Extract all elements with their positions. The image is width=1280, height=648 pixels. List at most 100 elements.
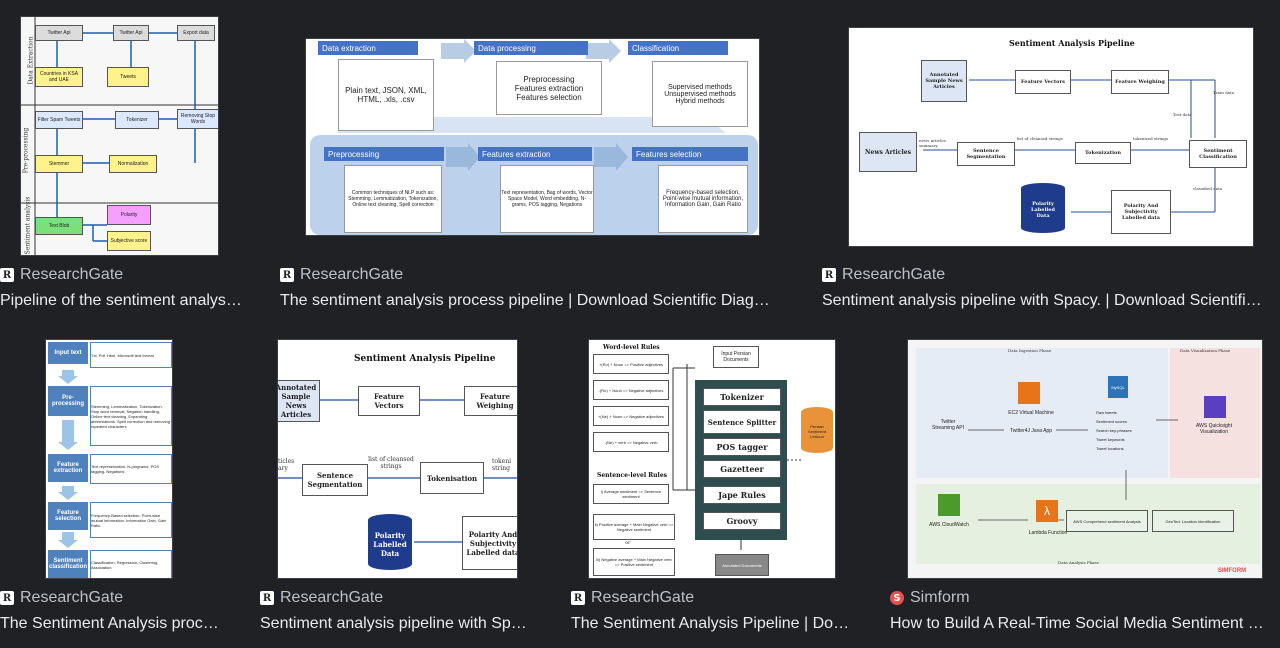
thumbnail-2[interactable]: Data extraction Data processing Classifi…	[305, 38, 760, 236]
source-name: ResearchGate	[842, 266, 946, 283]
researchgate-icon: R	[571, 591, 585, 605]
stage-header: Classification	[628, 41, 728, 55]
section-label: Pre-processing	[22, 127, 30, 174]
thumb3-diagram	[923, 79, 1216, 233]
node: Twitter Api	[113, 25, 149, 41]
node: Sentiment Classification	[1189, 140, 1247, 168]
section-label: Sentiment analysis	[24, 196, 32, 255]
edge-label: Test data	[1173, 112, 1192, 117]
stage-notes: Classification, Regression, Clustering, …	[90, 550, 172, 578]
result-title[interactable]: Sentiment analysis pipeline with Sp…	[260, 615, 527, 632]
result-source[interactable]: R ResearchGate	[280, 266, 785, 284]
source-name: ResearchGate	[591, 589, 695, 606]
node: Export data	[177, 25, 215, 41]
result-title[interactable]: The sentiment analysis process pipeline …	[280, 292, 770, 309]
node: Twitter Api	[35, 25, 83, 41]
node: Feature Vectors	[1015, 70, 1071, 94]
rule: -(Ne) + verb => Negative verb	[593, 432, 669, 452]
source-name: ResearchGate	[20, 589, 124, 606]
lambda-icon: λ	[1036, 500, 1058, 522]
node: Stemmer	[35, 155, 83, 173]
diagram-title: Sentiment Analysis Pipeline	[354, 354, 496, 364]
mysql-icon: MySQL	[1108, 376, 1128, 398]
node: Feature Weighing	[464, 386, 517, 416]
rule: +(Ro) + Noun => Positive adjectives	[593, 354, 669, 374]
thumbnail-1[interactable]: Data Extraction Pre-processing Sentiment…	[20, 16, 219, 256]
result-source[interactable]: R ResearchGate	[822, 266, 1274, 284]
edge-label: classified data	[1193, 186, 1223, 191]
db-item: Tweet keywords	[1096, 436, 1125, 442]
researchgate-icon: R	[0, 268, 14, 282]
node: Annotated Sample News Articles	[921, 60, 967, 102]
db-item: Sentiment scores	[1096, 418, 1127, 424]
stage-header: Data processing	[474, 41, 588, 55]
stage-body: Plain text, JSON, XML, HTML, .xls, .csv	[338, 59, 434, 131]
result-title[interactable]: Sentiment analysis pipeline with Spacy. …	[822, 292, 1262, 309]
phase-label: Data Ingestion Phase	[1008, 348, 1052, 353]
lexicon: Persian Sentiment Lexicon	[807, 423, 826, 439]
result-title[interactable]: The Sentiment Analysis Pipeline | Do…	[571, 615, 850, 632]
node: AWS CloudWatch	[929, 522, 969, 528]
researchgate-icon: R	[260, 591, 274, 605]
thumbnail-4[interactable]: Input text Txt, Pdf, Html, Microsoft tex…	[45, 339, 173, 579]
thumb1-diagram	[21, 17, 218, 255]
rule: -(Ro) + Noun => Negative adjectives	[593, 380, 669, 400]
result-title[interactable]: How to Build A Real-Time Social Media Se…	[890, 615, 1264, 632]
stage-body: Supervised methods Unsupervised methods …	[652, 61, 748, 127]
db-item: Raw tweets	[1096, 409, 1117, 415]
pipeline-step: Gazetteer	[703, 460, 781, 478]
phase-label: Data Analysis Phase	[1058, 560, 1099, 565]
pipeline-step: Sentence Splitter	[703, 410, 781, 434]
edge-label: list of cleansed strings	[368, 456, 414, 470]
stage-notes: Stemming, Lemmatization, Tokenization, S…	[90, 386, 172, 446]
node: Sentence Segmentation	[957, 142, 1015, 166]
node: Text Blob	[35, 217, 83, 235]
node: EC2 Virtual Machine	[1008, 410, 1054, 416]
edge-label: tokeni string	[492, 458, 511, 472]
thumb5-diagram	[278, 399, 517, 570]
stage-body: Preprocessing Features extraction Featur…	[496, 61, 602, 115]
node: Polarity And Subjectivity Labelled data	[462, 516, 517, 570]
stage-body: Common techniques of NLP such as: Stemmi…	[344, 165, 442, 233]
thumbnail-6[interactable]: Word-level Rules Sentence-level Rules In…	[588, 339, 836, 579]
node: Tokenizer	[115, 111, 159, 129]
edge-label: ticles ary	[278, 458, 295, 472]
result-source[interactable]: S Simform	[890, 589, 1270, 607]
node: Tokenisation	[420, 462, 484, 494]
stage-notes: Frequency-Based selection, Point-wise mu…	[90, 502, 172, 538]
mysql-label: MySQL	[1111, 384, 1125, 390]
node: Polarity And Subjectivity Labelled data	[1111, 190, 1171, 234]
node: Polarity Labelled Data	[373, 530, 407, 558]
rule: i) Average sentiment => Sentence sentime…	[593, 484, 669, 504]
simform-logo: SIMFORM	[1217, 568, 1247, 574]
source-name: Simform	[910, 589, 970, 606]
node: Subjective score	[107, 231, 151, 251]
result-source[interactable]: R ResearchGate	[260, 589, 533, 607]
result-source[interactable]: R ResearchGate	[571, 589, 851, 607]
edge-label: tokenized strings	[1133, 136, 1169, 141]
node: Lambda Function	[1028, 530, 1068, 536]
node: Feature Weighing	[1111, 70, 1169, 94]
thumbnail-3[interactable]: Sentiment Analysis Pipeline Annotated Sa…	[848, 27, 1254, 247]
result-source[interactable]: R ResearchGate	[0, 589, 222, 607]
stage-body: Frequency-based selection, Point-wise mu…	[658, 165, 748, 233]
db-item: Search key-phrases	[1096, 427, 1132, 433]
cloudwatch-icon	[938, 494, 960, 516]
stage-body: Text representation, Bag of words, Vecto…	[500, 165, 594, 233]
researchgate-icon: R	[280, 268, 294, 282]
source-name: ResearchGate	[300, 266, 404, 283]
result-source[interactable]: R ResearchGate	[0, 266, 245, 284]
edge-label: news articles summary	[919, 138, 946, 148]
node: Polarity Labelled Data	[1031, 201, 1055, 219]
section-title: Word-level Rules	[603, 344, 660, 351]
edge-label: Train data	[1213, 90, 1235, 95]
thumbnail-7[interactable]: Data Ingestion Phase Data Visualization …	[907, 339, 1263, 579]
stage-header: Data extraction	[318, 41, 418, 55]
thumbnail-5[interactable]: Sentiment Analysis Pipeline Annotated Sa…	[277, 339, 518, 579]
node: Tweets	[107, 67, 149, 87]
db-item: Tweet locations	[1096, 445, 1124, 451]
rule: or	[625, 540, 631, 546]
result-title[interactable]: Pipeline of the sentiment analys…	[0, 292, 242, 309]
node: Feature Vectors	[358, 386, 420, 416]
result-title[interactable]: The Sentiment Analysis proc…	[0, 615, 219, 632]
